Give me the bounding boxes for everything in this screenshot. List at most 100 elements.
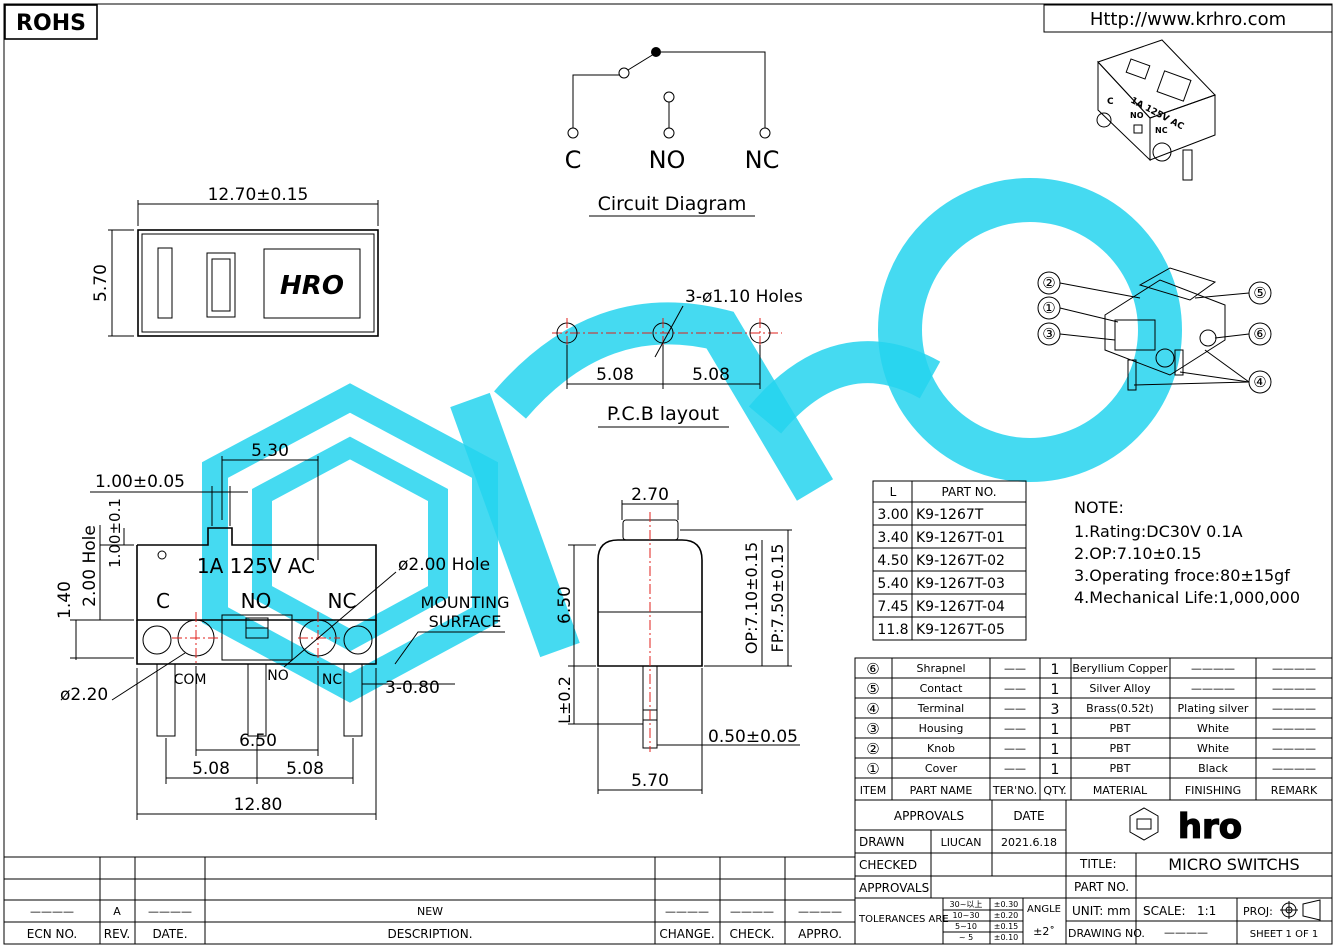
svg-text:TER'NO.: TER'NO.	[992, 784, 1037, 797]
svg-text:④: ④	[866, 700, 879, 718]
svg-text:————: ————	[665, 905, 709, 918]
svg-text:K9-1267T-03: K9-1267T-03	[916, 576, 1005, 592]
revision-block: ———— A ———— NEW ———— ———— ———— ECN NO. R…	[4, 856, 855, 944]
svg-text:5.08: 5.08	[596, 365, 634, 385]
svg-text:1: 1	[1051, 682, 1060, 698]
website-url: Http://www.krhro.com	[1043, 4, 1333, 33]
rohs-badge: ROHS	[4, 4, 98, 40]
svg-text:NC: NC	[322, 672, 342, 688]
svg-text:K9-1267T-04: K9-1267T-04	[916, 599, 1005, 615]
svg-text:————: ————	[1272, 702, 1316, 715]
exploded-view: ② ① ③ ⑤ ⑥ ④	[1037, 267, 1272, 394]
svg-text:C: C	[156, 589, 170, 613]
svg-text:MICRO SWITCHS: MICRO SWITCHS	[1168, 855, 1299, 874]
svg-text:————: ————	[1191, 662, 1235, 675]
svg-text:White: White	[1197, 742, 1229, 755]
hro-watermark	[202, 178, 1182, 703]
svg-text:Terminal: Terminal	[917, 702, 965, 715]
svg-text:5.08: 5.08	[692, 365, 730, 385]
svg-text:③: ③	[866, 720, 879, 738]
svg-text:1: 1	[1051, 742, 1060, 758]
circuit-diagram: C NO NC Circuit Diagram	[565, 47, 779, 217]
svg-text:CHANGE.: CHANGE.	[659, 927, 714, 941]
svg-text:1:1: 1:1	[1197, 904, 1216, 918]
svg-text:5~10: 5~10	[955, 922, 977, 931]
svg-text:————: ————	[148, 905, 192, 918]
svg-text:CHECK.: CHECK.	[729, 927, 774, 941]
svg-text:————: ————	[1272, 662, 1316, 675]
svg-text:±0.15: ±0.15	[994, 922, 1019, 931]
svg-text:③: ③	[1042, 325, 1055, 343]
svg-text:11.8: 11.8	[877, 622, 908, 638]
svg-text:LIUCAN: LIUCAN	[941, 836, 982, 849]
svg-text:6.50: 6.50	[239, 731, 277, 751]
svg-text:A: A	[113, 905, 121, 918]
svg-text:FP:7.50±0.15: FP:7.50±0.15	[768, 544, 787, 653]
svg-text:——: ——	[1004, 742, 1026, 755]
svg-text:3-ø1.10 Holes: 3-ø1.10 Holes	[685, 287, 803, 307]
svg-text:——: ——	[1004, 702, 1026, 715]
iso-product-view: 1A 125V AC C NO NC	[1096, 39, 1216, 181]
title-block: APPROVALS DATE DRAWN LIUCAN 2021.6.18 CH…	[854, 799, 1333, 945]
part-number-table: L PART NO. 3.00 K9-1267T 3.40 K9-1267T-0…	[872, 480, 1027, 641]
svg-text:④: ④	[1253, 373, 1266, 391]
svg-text:Contact: Contact	[920, 682, 963, 695]
svg-text:——: ——	[1004, 682, 1026, 695]
svg-text:3.40: 3.40	[877, 530, 908, 546]
svg-text:1.00±0.05: 1.00±0.05	[95, 472, 185, 492]
svg-text:UNIT: mm: UNIT: mm	[1072, 904, 1131, 918]
top-view: 12.70±0.15 HRO 5.70	[91, 185, 379, 337]
svg-text:FINISHING: FINISHING	[1185, 784, 1241, 797]
notes: NOTE: 1.Rating:DC30V 0.1A 2.OP:7.10±0.15…	[1074, 498, 1300, 607]
svg-text:K9-1267T: K9-1267T	[916, 507, 984, 523]
circuit-caption: Circuit Diagram	[598, 193, 747, 215]
svg-text:PART NO.: PART NO.	[1074, 880, 1129, 894]
svg-text:MATERIAL: MATERIAL	[1093, 784, 1148, 797]
svg-text:⑤: ⑤	[1253, 284, 1266, 302]
svg-text:NEW: NEW	[417, 905, 443, 918]
svg-text:MOUNTING: MOUNTING	[421, 593, 510, 612]
svg-text:1: 1	[1051, 762, 1060, 778]
svg-text:2.OP:7.10±0.15: 2.OP:7.10±0.15	[1074, 544, 1202, 563]
svg-text:PBT: PBT	[1110, 722, 1131, 735]
svg-text:SURFACE: SURFACE	[429, 612, 502, 631]
svg-text:5.08: 5.08	[192, 759, 230, 779]
svg-text:SCALE:: SCALE:	[1143, 904, 1186, 918]
svg-text:ø2.20: ø2.20	[60, 685, 108, 705]
svg-text:⑥: ⑥	[866, 660, 879, 678]
svg-text:10~30: 10~30	[952, 911, 979, 920]
svg-text:①: ①	[1042, 299, 1055, 317]
svg-text:Silver Alloy: Silver Alloy	[1089, 682, 1151, 695]
svg-text:PROJ:: PROJ:	[1243, 905, 1273, 918]
svg-text:——: ——	[1004, 762, 1026, 775]
svg-text:White: White	[1197, 722, 1229, 735]
svg-text:Housing: Housing	[919, 722, 964, 735]
svg-text:⑤: ⑤	[866, 680, 879, 698]
svg-text:PART NO.: PART NO.	[941, 485, 996, 499]
svg-text:L±0.2: L±0.2	[555, 676, 574, 724]
svg-text:COM: COM	[174, 672, 207, 688]
svg-text:C: C	[1107, 97, 1114, 107]
svg-text:2.00 Hole: 2.00 Hole	[80, 525, 100, 607]
svg-text:————: ————	[1191, 682, 1235, 695]
svg-text:0.50±0.05: 0.50±0.05	[708, 727, 798, 747]
svg-text:K9-1267T-01: K9-1267T-01	[916, 530, 1005, 546]
side-view: 2.70 6.50 L±0.2 OP:7.10±0.15 FP:7.50±0.1…	[555, 485, 800, 794]
svg-text:②: ②	[1042, 274, 1055, 292]
svg-text:NO: NO	[649, 146, 686, 174]
svg-text:————: ————	[1164, 926, 1208, 939]
svg-text:5.70: 5.70	[91, 264, 111, 302]
front-view: 5.30 1.00±0.05 1A 125V AC C NO NC	[55, 441, 509, 820]
svg-text:————: ————	[1272, 682, 1316, 695]
svg-text:5.30: 5.30	[251, 441, 289, 461]
svg-text:1: 1	[1051, 722, 1060, 738]
svg-text:CHECKED: CHECKED	[859, 858, 917, 872]
hro-logo-text: HRO	[280, 271, 344, 301]
sheet-border	[3, 3, 1333, 945]
svg-text:5.08: 5.08	[286, 759, 324, 779]
svg-text:————: ————	[1272, 722, 1316, 735]
svg-text:PART NAME: PART NAME	[910, 784, 973, 797]
svg-text:PBT: PBT	[1110, 742, 1131, 755]
svg-text:5.40: 5.40	[877, 576, 908, 592]
